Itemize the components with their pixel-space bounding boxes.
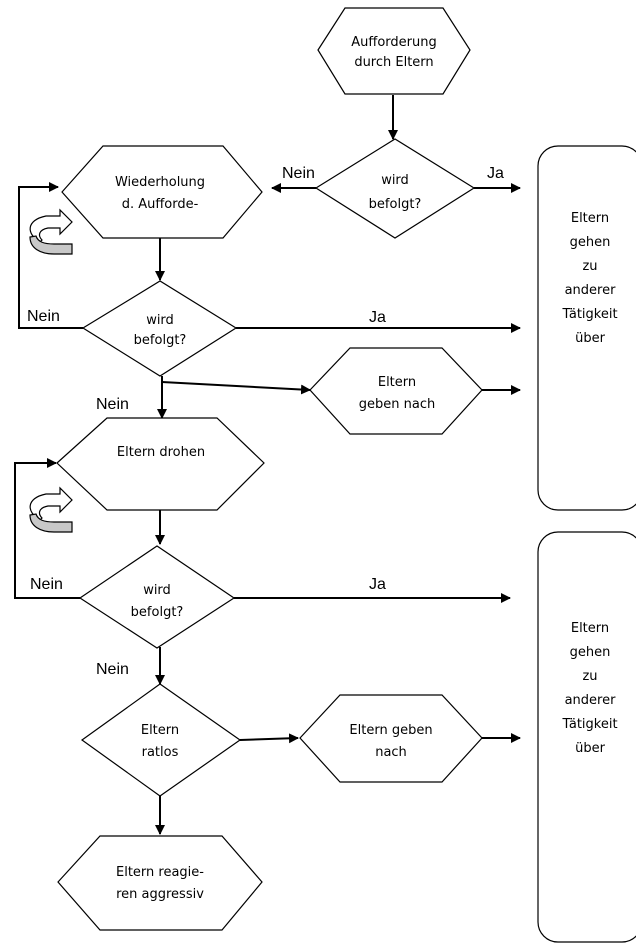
repeat-request-line1: Wiederholung bbox=[115, 175, 205, 190]
outcome-box-1-line6: über bbox=[575, 331, 605, 346]
label-d2-no-down: Nein bbox=[96, 396, 129, 413]
decision-node-2: wird befolgt? bbox=[81, 280, 238, 377]
give-in-node-1-line2: geben nach bbox=[359, 397, 435, 412]
outcome-box-1-line1: Eltern bbox=[571, 211, 609, 226]
edge-labels: Nein Ja Nein Ja Nein Nein Ja Nein bbox=[27, 165, 504, 678]
edge-decision3-loop bbox=[14, 458, 80, 599]
connectors bbox=[14, 95, 521, 835]
label-d3-no-down: Nein bbox=[96, 661, 129, 678]
give-in-node-2-line1: Eltern geben bbox=[349, 723, 432, 738]
outcome-box-2-line2: gehen bbox=[570, 645, 611, 660]
decision-node-1-line1: wird bbox=[381, 173, 409, 188]
outcome-box-1-line5: Tätigkeit bbox=[561, 307, 617, 322]
label-d1-no: Nein bbox=[282, 165, 315, 182]
outcome-box-1-line3: zu bbox=[582, 259, 597, 274]
repeat-loop-icon bbox=[29, 486, 73, 533]
decision-node-1: wird befolgt? bbox=[314, 138, 476, 239]
outcome-box-1-line4: anderer bbox=[565, 283, 617, 298]
edge-decision2-to-givein1 bbox=[161, 381, 311, 395]
label-d1-yes: Ja bbox=[487, 165, 504, 182]
outcome-box-2-line5: Tätigkeit bbox=[561, 717, 617, 732]
label-d3-no-loop: Nein bbox=[30, 576, 63, 593]
decision-node-3-line1: wird bbox=[143, 583, 171, 598]
repeat-loop-icon bbox=[29, 208, 73, 255]
threaten-node: Eltern drohen bbox=[56, 417, 265, 511]
aggressive-node-line2: ren aggressiv bbox=[116, 887, 204, 902]
give-in-node-2-line2: nach bbox=[375, 745, 407, 760]
aggressive-node-line1: Eltern reagie- bbox=[116, 865, 204, 880]
threaten-node-label: Eltern drohen bbox=[117, 445, 205, 460]
start-node-line1: Aufforderung bbox=[351, 35, 436, 50]
outcome-box-1: Eltern gehen zu anderer Tätigkeit über bbox=[537, 145, 636, 511]
give-in-node-1-line1: Eltern bbox=[378, 375, 416, 390]
give-in-node-2: Eltern geben nach bbox=[299, 694, 483, 783]
helpless-node-line2: ratlos bbox=[142, 745, 179, 760]
label-d3-yes: Ja bbox=[369, 576, 386, 593]
edge-decision2-loop bbox=[18, 182, 83, 329]
outcome-box-2: Eltern gehen zu anderer Tätigkeit über bbox=[537, 531, 636, 943]
outcome-box-2-line1: Eltern bbox=[571, 621, 609, 636]
label-d2-yes: Ja bbox=[369, 309, 386, 326]
outcome-box-2-line3: zu bbox=[582, 669, 597, 684]
helpless-node: Eltern ratlos bbox=[80, 683, 242, 797]
decision-node-3: wird befolgt? bbox=[78, 545, 236, 649]
label-d2-no-loop: Nein bbox=[27, 308, 60, 325]
outcome-box-2-line4: anderer bbox=[565, 693, 617, 708]
start-node: Aufforderung durch Eltern bbox=[317, 7, 471, 95]
edge-helpless-to-givein2 bbox=[239, 733, 299, 744]
give-in-node-1: Eltern geben nach bbox=[309, 347, 483, 435]
outcome-box-2-line6: über bbox=[575, 741, 605, 756]
repeat-request-node: Wiederholung d. Aufforde- bbox=[61, 145, 263, 239]
decision-node-2-line1: wird bbox=[146, 313, 174, 328]
start-node-line2: durch Eltern bbox=[354, 55, 433, 70]
aggressive-node: Eltern reagie- ren aggressiv bbox=[57, 835, 263, 931]
decision-node-2-line2: befolgt? bbox=[134, 333, 187, 348]
decision-node-3-line2: befolgt? bbox=[131, 605, 184, 620]
repeat-request-line2: d. Aufforde- bbox=[122, 197, 199, 212]
helpless-node-line1: Eltern bbox=[141, 723, 179, 738]
decision-node-1-line2: befolgt? bbox=[369, 197, 422, 212]
outcome-box-1-line2: gehen bbox=[570, 235, 611, 250]
